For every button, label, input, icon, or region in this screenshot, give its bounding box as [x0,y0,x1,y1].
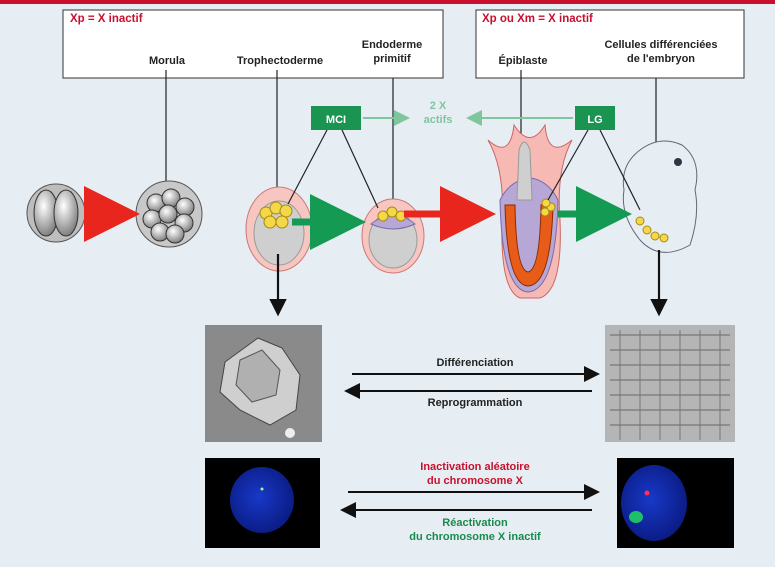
fluorescence-nucleus-right [617,458,734,548]
mci-line-1 [287,129,328,205]
label-2x-actifs: 2 X actifs [423,100,453,126]
top-accent-bar [0,0,775,4]
egg-cylinder-embryo [487,123,573,299]
lg-label: LG [587,114,602,126]
label-differenciation: Différenciation [436,357,514,369]
label-morula: Morula [148,55,186,67]
differentiated-cells-micrograph [605,325,735,442]
mci-line-2 [341,129,379,209]
lg-line-2 [599,129,641,211]
label-trophectoderme: Trophectoderme [236,55,324,67]
fluorescence-nucleus-left [205,458,320,548]
label-cellules-differenciees: Cellules différenciées de l'embryon [604,39,718,65]
lg-line-1 [547,129,589,201]
left-label-box [62,9,444,79]
blastocyst-early [245,186,313,272]
label-reactivation: Réactivation du chromosome X inactif [409,517,541,543]
late-embryo [622,140,698,253]
right-label-box [475,9,745,79]
ts-cells-micrograph [205,325,322,442]
label-epiblaste: Épiblaste [498,55,548,67]
two-cell-embryo [26,183,86,243]
left-box-title: Xp = X inactif [70,13,143,25]
mci-tag [311,106,361,130]
morula-embryo [135,180,203,248]
label-endoderme-primitif: Endoderme primitif [361,39,423,65]
mci-label: MCI [326,114,346,126]
blastocyst-late [361,198,425,274]
label-inactivation: Inactivation aléatoire du chromosome X [420,461,530,487]
label-reprogrammation: Reprogrammation [427,397,523,409]
right-box-title: Xp ou Xm = X inactif [482,13,593,25]
lg-tag [575,106,615,130]
